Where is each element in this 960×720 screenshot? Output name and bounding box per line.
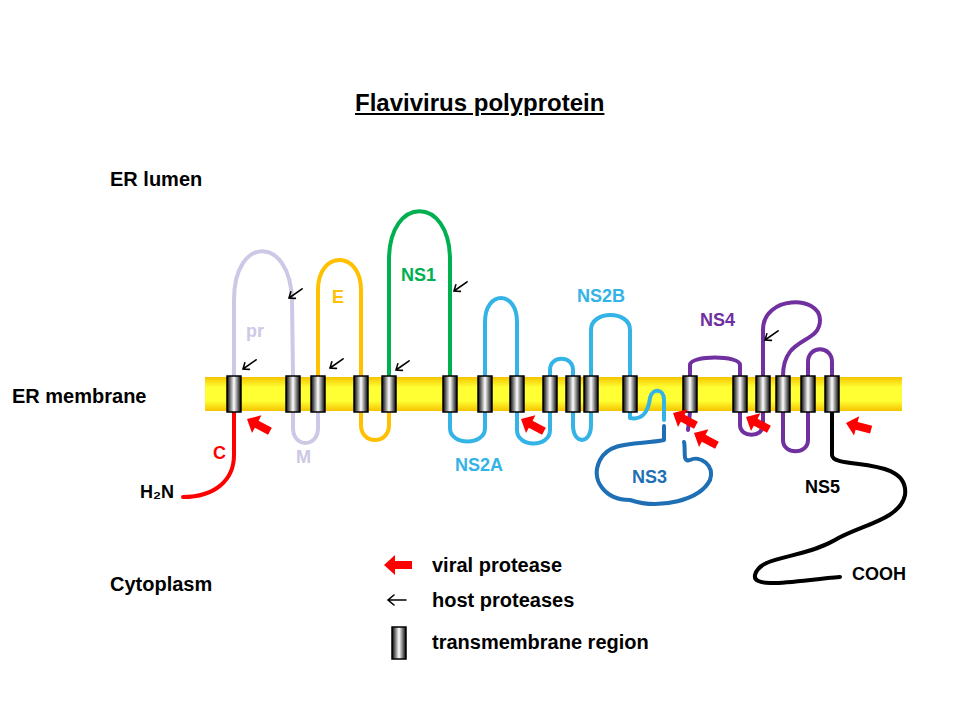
diagram-title: Flavivirus polyprotein [355, 90, 604, 116]
polyprotein-chain [183, 211, 905, 583]
protein-label: pr [246, 322, 264, 342]
legend-text: host proteases [432, 589, 574, 611]
legend-text: transmembrane region [432, 631, 649, 653]
viral-protease-arrows [242, 404, 873, 575]
region-label: Cytoplasm [110, 573, 212, 595]
legend-text: viral protease [432, 554, 562, 576]
er-membrane [205, 377, 902, 411]
protein-label: NS4 [700, 311, 735, 331]
protein-label: NS3 [632, 468, 667, 488]
terminus-label: COOH [852, 565, 906, 585]
region-label: ER membrane [12, 385, 147, 407]
host-protease-arrows [241, 279, 781, 605]
protein-label: C [213, 444, 226, 464]
protein-label: NS1 [401, 266, 436, 286]
protein-label: E [332, 288, 344, 308]
legend-tm-sample [392, 627, 406, 659]
transmembrane-regions [227, 376, 839, 412]
protein-label: NS2B [577, 287, 625, 307]
protein-label: M [296, 448, 311, 468]
region-label: ER lumen [110, 168, 202, 190]
terminus-label: H₂N [140, 483, 174, 503]
protein-label: NS2A [455, 456, 503, 476]
protein-label: NS5 [805, 478, 840, 498]
